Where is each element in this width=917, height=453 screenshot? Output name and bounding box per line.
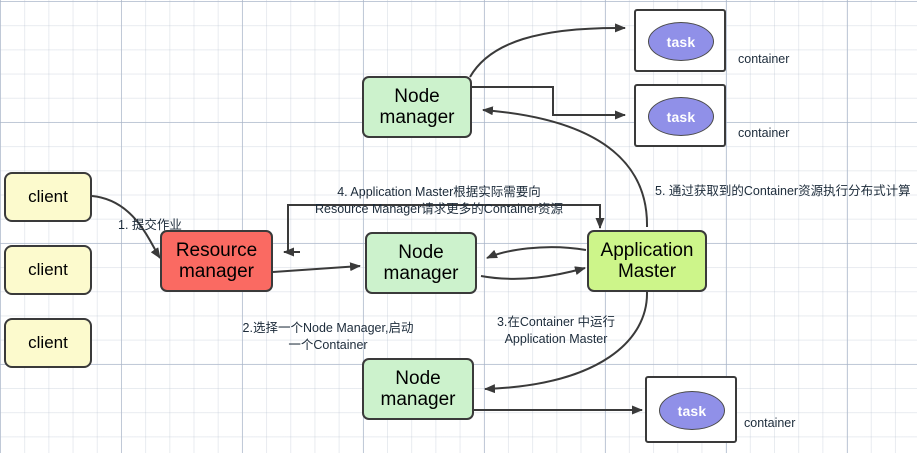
step-label-2: 2.选择一个Node Manager,启动 一个Container [228, 303, 428, 354]
container-caption-text-3: container [744, 415, 796, 430]
node-manager-box-middle[interactable]: Node manager [365, 232, 477, 294]
container-caption-1: container [738, 34, 838, 68]
client-box-2[interactable]: client [4, 245, 92, 295]
step-label-5: 5. 通过获取到的Container资源执行分布式计算 [655, 166, 917, 200]
arrow-resource-manager-to-node-manager [272, 262, 361, 273]
task-label-1: task [666, 33, 696, 50]
resource-manager-label: Resource manager [175, 239, 258, 282]
client-box-1[interactable]: client [4, 172, 92, 222]
node-manager-box-top[interactable]: Node manager [362, 76, 472, 138]
client-label-3: client [28, 333, 68, 353]
container-caption-2: container [738, 108, 838, 142]
node-manager-label-middle: Node manager [383, 241, 459, 284]
task-ellipse-3[interactable]: task [659, 391, 725, 430]
step-label-4-text: 4. Application Master根据实际需要向 Resource Ma… [314, 184, 563, 216]
step-label-5-text: 5. 通过获取到的Container资源执行分布式计算 [655, 183, 911, 198]
container-caption-text-2: container [738, 125, 790, 140]
resource-manager-box[interactable]: Resource manager [160, 230, 273, 292]
arrow-node-manager-to-application-master [480, 266, 586, 280]
arrow-client-to-resource-manager [91, 195, 161, 259]
arrow-application-master-to-bottom-node-manager [484, 291, 649, 394]
task-label-3: task [677, 402, 707, 419]
client-box-3[interactable]: client [4, 318, 92, 368]
step-label-1: 1. 提交作业 [118, 200, 228, 234]
arrow-application-master-to-node-manager [486, 246, 587, 259]
step-label-3: 3.在Container 中运行 Application Master [484, 297, 628, 348]
task-ellipse-1[interactable]: task [648, 22, 714, 61]
node-manager-label-bottom: Node manager [380, 367, 456, 410]
arrow-node-manager-to-container-1 [469, 23, 626, 78]
arrow-application-master-to-top-node-manager [482, 106, 649, 228]
arrow-node-manager-to-container-2 [472, 86, 626, 120]
step-label-1-text: 1. 提交作业 [118, 217, 182, 232]
step-label-3-text: 3.在Container 中运行 Application Master [496, 314, 616, 346]
step-label-2-text: 2.选择一个Node Manager,启动 一个Container [242, 320, 414, 352]
task-label-2: task [666, 108, 696, 125]
node-manager-label-top: Node manager [379, 85, 455, 128]
container-caption-3: container [744, 398, 844, 432]
node-manager-box-bottom[interactable]: Node manager [362, 358, 474, 420]
client-label-2: client [28, 260, 68, 280]
application-master-box[interactable]: Application Master [587, 230, 707, 292]
task-ellipse-2[interactable]: task [648, 97, 714, 136]
client-label-1: client [28, 187, 68, 207]
step-label-4: 4. Application Master根据实际需要向 Resource Ma… [289, 167, 589, 218]
container-caption-text-1: container [738, 51, 790, 66]
application-master-label: Application Master [600, 239, 694, 282]
arrow-application-master-to-resource-manager [287, 204, 605, 252]
